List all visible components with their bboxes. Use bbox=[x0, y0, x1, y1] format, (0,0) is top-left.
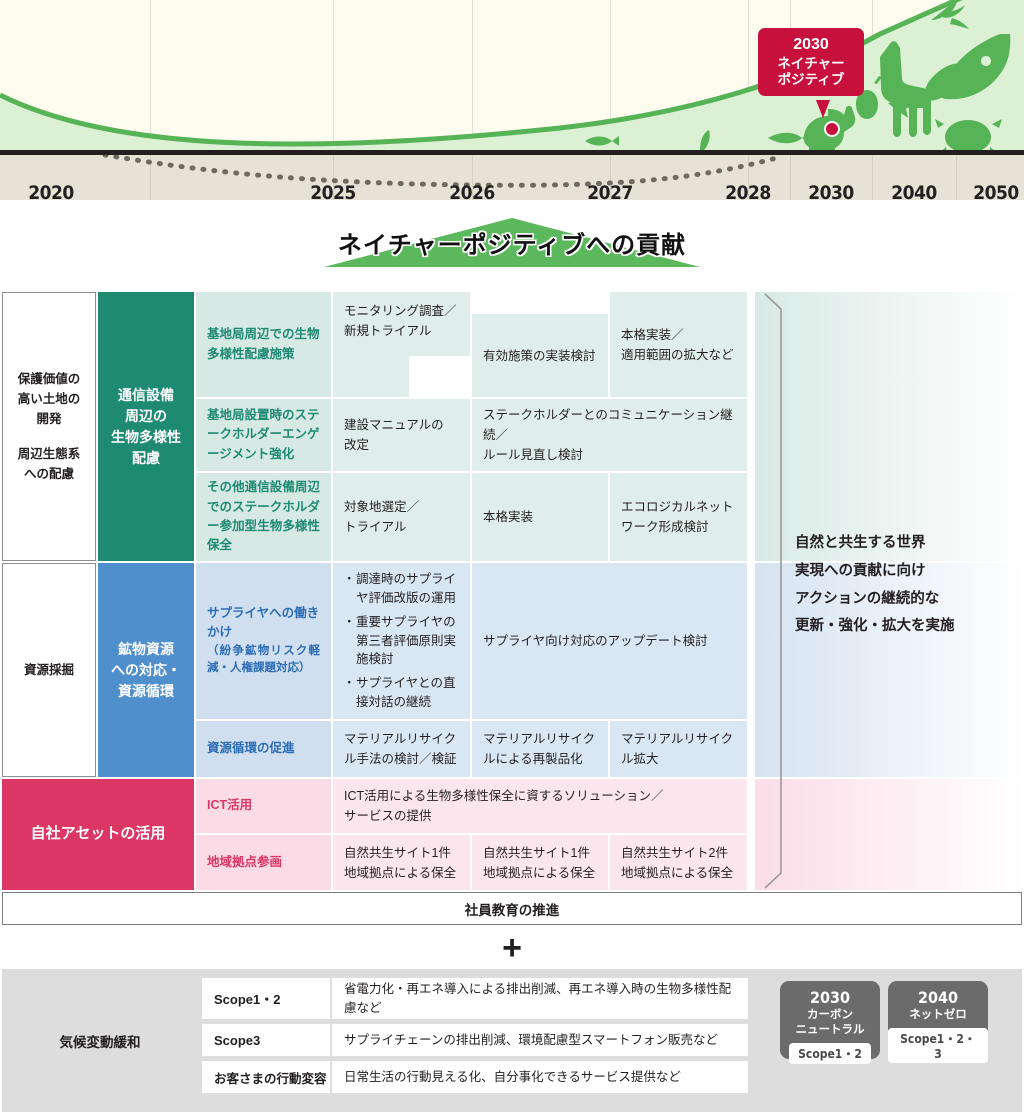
badge-year: 2040 bbox=[917, 988, 959, 1007]
action-supplier-bullets: 調達時のサプライヤ評価改版の運用 重要サプライヤの第三者評価原則実施検討 サプラ… bbox=[333, 563, 470, 719]
measure-title: サプライヤへの働きかけ bbox=[207, 605, 320, 640]
action-stakeholder-communication: ステークホルダーとのコミュニケーション継続／ ルール見直し検討 bbox=[472, 399, 747, 471]
dotted-decline-curve bbox=[102, 155, 783, 188]
badge-scope: Scope1・2・3 bbox=[888, 1028, 988, 1064]
climate-scope-desc: 省電力化・再エネ導入による排出削減、再エネ導入時の生物多様性配慮など bbox=[332, 978, 748, 1019]
milestone-dot-2030 bbox=[824, 121, 840, 137]
year-label: 2040 bbox=[891, 182, 937, 204]
callout-tail bbox=[816, 100, 830, 118]
action-material-recycling-study: マテリアルリサイクル手法の検討／検証 bbox=[333, 721, 470, 777]
action-ecological-network-study: エコロジカルネットワーク形成検討 bbox=[610, 473, 747, 561]
year-label: 2030 bbox=[808, 182, 854, 204]
callout-year: 2030 bbox=[793, 36, 829, 53]
badge-2030-carbon-neutral: 2030 カーボン ニュートラル Scope1・2 bbox=[780, 981, 880, 1065]
badge-year: 2030 bbox=[809, 988, 851, 1007]
year-label: 2020 bbox=[28, 182, 74, 204]
employee-education-bar: 社員教育の推進 bbox=[2, 892, 1022, 925]
badge-name: ネットゼロ bbox=[909, 1009, 967, 1022]
action-full-implementation: 本格実装 bbox=[472, 473, 608, 561]
year-label: 2025 bbox=[310, 182, 356, 204]
climate-scope-label: Scope1・2 bbox=[202, 978, 330, 1019]
measure-resource-circulation: 資源循環の促進 bbox=[196, 721, 331, 777]
action-material-recycling-remanufacture: マテリアルリサイクルによる再製品化 bbox=[472, 721, 608, 777]
measure-base-station-biodiversity: 基地局周辺での生物多様性配慮施策 bbox=[196, 292, 331, 397]
theme-cell-telecom-biodiversity: 通信設備 周辺の 生物多様性 配慮 bbox=[98, 292, 194, 561]
issue-line: への配慮 bbox=[23, 466, 74, 481]
chart-lower-band bbox=[0, 155, 1024, 200]
action-effective-measure-study: 有効施策の実装検討 bbox=[472, 314, 608, 397]
callout-line2: ポジティブ bbox=[777, 71, 845, 87]
callout-line1: ネイチャー bbox=[777, 55, 845, 71]
vision-line: 更新・強化・拡大を実施 bbox=[795, 618, 955, 635]
climate-scope-desc: サプライチェーンの排出削減、環境配慮型スマートフォン販売など bbox=[332, 1024, 748, 1056]
action-site-selection-trial: 対象地選定／ トライアル bbox=[333, 473, 470, 561]
vision-brace bbox=[764, 293, 782, 889]
issue-line: 資源採掘 bbox=[23, 662, 74, 677]
banner-label: ネイチャーポジティブへの貢献 bbox=[337, 232, 687, 259]
action-nature-site-2: 自然共生サイト2件 地域拠点による保全 bbox=[610, 835, 747, 890]
action-monitoring-survey-extension bbox=[333, 356, 409, 397]
badge-scope: Scope1・2 bbox=[789, 1043, 871, 1065]
measure-local-base-participation: 地域拠点参画 bbox=[196, 835, 331, 890]
biodiversity-action-matrix: 自然と共生する世界 実現への貢献に向け アクションの継続的な 更新・強化・拡大を… bbox=[0, 292, 1024, 890]
issue-line: 周辺生態系 bbox=[17, 446, 81, 461]
climate-scope-label: Scope3 bbox=[202, 1024, 330, 1056]
measure-subtitle: （紛争鉱物リスク軽減・人権課題対応） bbox=[207, 644, 320, 675]
action-supplier-update-study: サプライヤ向け対応のアップデート検討 bbox=[472, 563, 747, 719]
vision-line: 自然と共生する世界 bbox=[795, 535, 926, 551]
chart-baseline-axis bbox=[0, 150, 1024, 155]
vision-line: 実現への貢献に向け bbox=[795, 562, 926, 579]
theme-cell-own-assets: 自社アセットの活用 bbox=[2, 779, 194, 890]
vision-line: アクションの継続的な bbox=[795, 590, 940, 607]
measure-supplier-engagement: サプライヤへの働きかけ （紛争鉱物リスク軽減・人権課題対応） bbox=[196, 563, 331, 719]
action-material-recycling-expansion: マテリアルリサイクル拡大 bbox=[610, 721, 747, 777]
nature-positive-timeline-chart: 2030 ネイチャー ポジティブ 2020 2025 2026 2027 202… bbox=[0, 0, 1024, 210]
action-nature-site-1a: 自然共生サイト1件 地域拠点による保全 bbox=[333, 835, 470, 890]
callout-2030-nature-positive: 2030 ネイチャー ポジティブ bbox=[758, 28, 864, 97]
year-label: 2028 bbox=[725, 182, 771, 204]
banner-arrow-shape bbox=[324, 218, 700, 267]
issue-line: 保護価値の bbox=[17, 371, 81, 386]
action-ict-solution-service: ICT活用による生物多様性保全に資するソリューション／ サービスの提供 bbox=[333, 779, 747, 833]
measure-stakeholder-engagement: 基地局設置時のステークホルダーエンゲージメント強化 bbox=[196, 399, 331, 471]
action-monitoring-survey: モニタリング調査／ 新規トライアル bbox=[333, 292, 470, 356]
measure-other-facility-conservation: その他通信設備周辺でのステークホルダー参加型生物多様性保全 bbox=[196, 473, 331, 561]
action-construction-manual-revision: 建設マニュアルの 改定 bbox=[333, 399, 470, 471]
issue-line: 高い土地の bbox=[17, 392, 81, 407]
year-label: 2026 bbox=[449, 182, 495, 204]
badge-2040-net-zero: 2040 ネットゼロ Scope1・2・3 bbox=[888, 981, 988, 1064]
chart-curve-and-wildlife bbox=[0, 0, 1024, 152]
climate-section-label: 気候変動緩和 bbox=[59, 1034, 141, 1050]
climate-scope-label: お客さまの行動変容 bbox=[202, 1061, 330, 1093]
vision-band-blue bbox=[755, 563, 1024, 777]
action-nature-site-1b: 自然共生サイト1件 地域拠点による保全 bbox=[472, 835, 608, 890]
issue-line: 開発 bbox=[36, 412, 62, 427]
vision-band-pink bbox=[755, 779, 1024, 890]
issue-cell-resource-extraction: 資源採掘 bbox=[2, 563, 96, 777]
measure-ict-utilization: ICT活用 bbox=[196, 779, 331, 833]
climate-scope-desc: 日常生活の行動見える化、自分事化できるサービス提供など bbox=[332, 1061, 748, 1093]
bullet-item: 調達時のサプライヤ評価改版の運用 bbox=[343, 570, 459, 608]
chart-year-axis-labels: 2020 2025 2026 2027 2028 2030 2040 2050 bbox=[0, 182, 1024, 210]
theme-cell-mineral-resources: 鉱物資源 への対応・ 資源循環 bbox=[98, 563, 194, 777]
bullet-item: サプライヤとの直接対話の継続 bbox=[343, 674, 459, 712]
nature-positive-contribution-banner: ネイチャーポジティブへの貢献 bbox=[0, 212, 1024, 274]
plus-symbol: + bbox=[502, 929, 522, 967]
climate-change-mitigation-section: 気候変動緩和 Scope1・2 省電力化・再エネ導入による排出削減、再エネ導入時… bbox=[2, 969, 1022, 1112]
vision-statement: 自然と共生する世界 実現への貢献に向け アクションの継続的な 更新・強化・拡大を… bbox=[795, 530, 1020, 641]
chart-plot-area bbox=[0, 0, 1024, 152]
wildlife-silhouettes bbox=[585, 0, 1011, 152]
vision-band-teal bbox=[755, 292, 1024, 561]
action-full-implementation-expansion: 本格実装／ 適用範囲の拡大など bbox=[610, 292, 747, 397]
badge-name: カーボン ニュートラル bbox=[795, 1009, 865, 1037]
year-label: 2027 bbox=[587, 182, 633, 204]
issue-cell-land-development: 保護価値の 高い土地の 開発 周辺生態系 への配慮 bbox=[2, 292, 96, 561]
year-label: 2050 bbox=[973, 182, 1019, 204]
bullet-item: 重要サプライヤの第三者評価原則実施検討 bbox=[343, 613, 459, 669]
